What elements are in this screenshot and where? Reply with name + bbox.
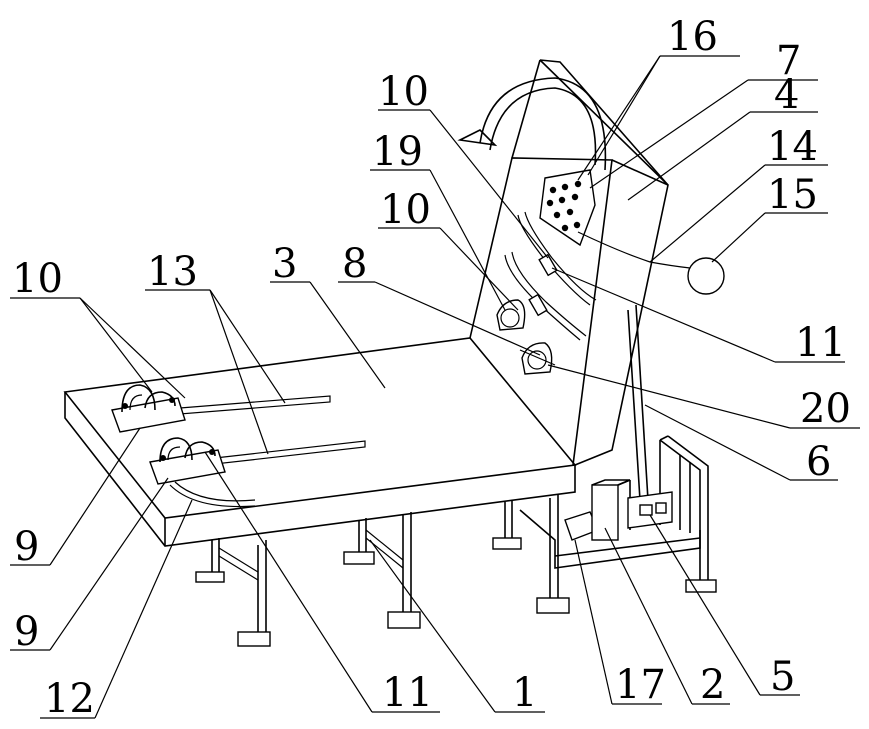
label-13: 13 bbox=[147, 249, 198, 295]
label-3: 3 bbox=[272, 241, 297, 287]
label-1: 1 bbox=[512, 670, 537, 716]
label-16: 16 bbox=[667, 14, 718, 60]
label-10-mid: 10 bbox=[380, 187, 431, 233]
label-14: 14 bbox=[767, 124, 818, 170]
label-10-top: 10 bbox=[378, 69, 429, 115]
label-5: 5 bbox=[770, 654, 795, 700]
backrest-board bbox=[470, 60, 668, 500]
label-8: 8 bbox=[342, 241, 367, 287]
label-4: 4 bbox=[774, 72, 799, 118]
label-11-right: 11 bbox=[795, 320, 846, 366]
label-15: 15 bbox=[767, 172, 818, 218]
label-12: 12 bbox=[44, 676, 95, 722]
leader-lines bbox=[10, 56, 860, 718]
label-20: 20 bbox=[800, 386, 851, 432]
label-9-top: 9 bbox=[14, 524, 39, 570]
label-10-left: 10 bbox=[12, 256, 63, 302]
label-2: 2 bbox=[700, 662, 725, 708]
label-6: 6 bbox=[806, 439, 831, 485]
label-9-bottom: 9 bbox=[14, 609, 39, 655]
bed-board bbox=[65, 338, 575, 546]
foot-cuffs bbox=[112, 385, 225, 484]
label-19: 19 bbox=[372, 129, 423, 175]
label-11-bottom: 11 bbox=[382, 670, 433, 716]
label-17: 17 bbox=[615, 662, 666, 708]
base-devices bbox=[565, 480, 672, 540]
part-labels: 16 7 4 14 15 10 19 10 8 3 13 10 11 20 6 … bbox=[12, 14, 851, 722]
